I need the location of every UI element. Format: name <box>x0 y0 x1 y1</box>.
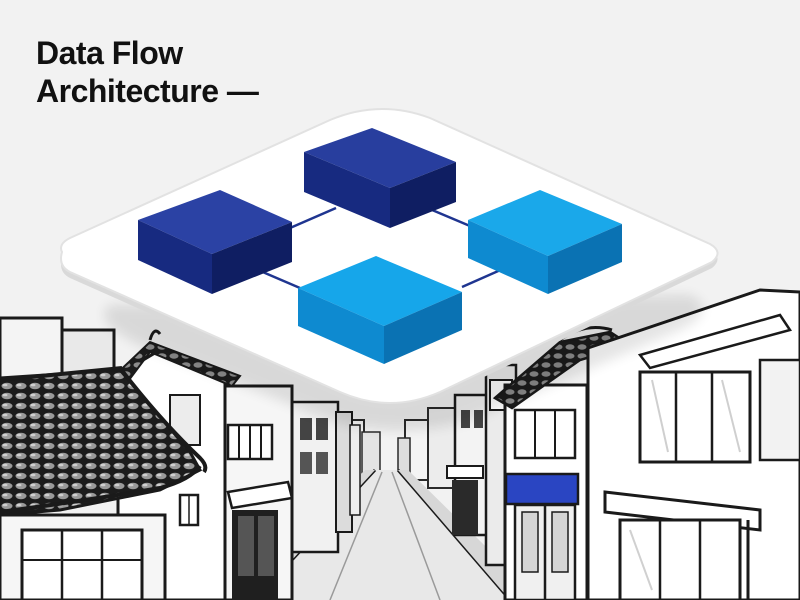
right-modern-building <box>586 288 800 600</box>
cube-icon <box>298 256 462 364</box>
street-scene <box>0 288 800 600</box>
page-title: Data Flow Architecture — <box>36 34 259 110</box>
cube-icon <box>468 190 622 294</box>
title-line-2: Architecture — <box>36 73 259 109</box>
title-line-1: Data Flow <box>36 35 183 71</box>
platform-icon <box>60 107 719 404</box>
cube-icon <box>304 128 456 228</box>
architecture-diagram <box>60 107 719 430</box>
cube-icon <box>138 190 292 294</box>
connector-left-top <box>289 206 337 230</box>
left-buildings <box>0 316 361 600</box>
connector-left-bottom <box>257 268 301 290</box>
left-tiled-roof-house <box>0 316 208 600</box>
blue-shop-sign <box>504 472 580 506</box>
left-building-far <box>288 400 361 554</box>
left-building-shop <box>216 384 294 600</box>
